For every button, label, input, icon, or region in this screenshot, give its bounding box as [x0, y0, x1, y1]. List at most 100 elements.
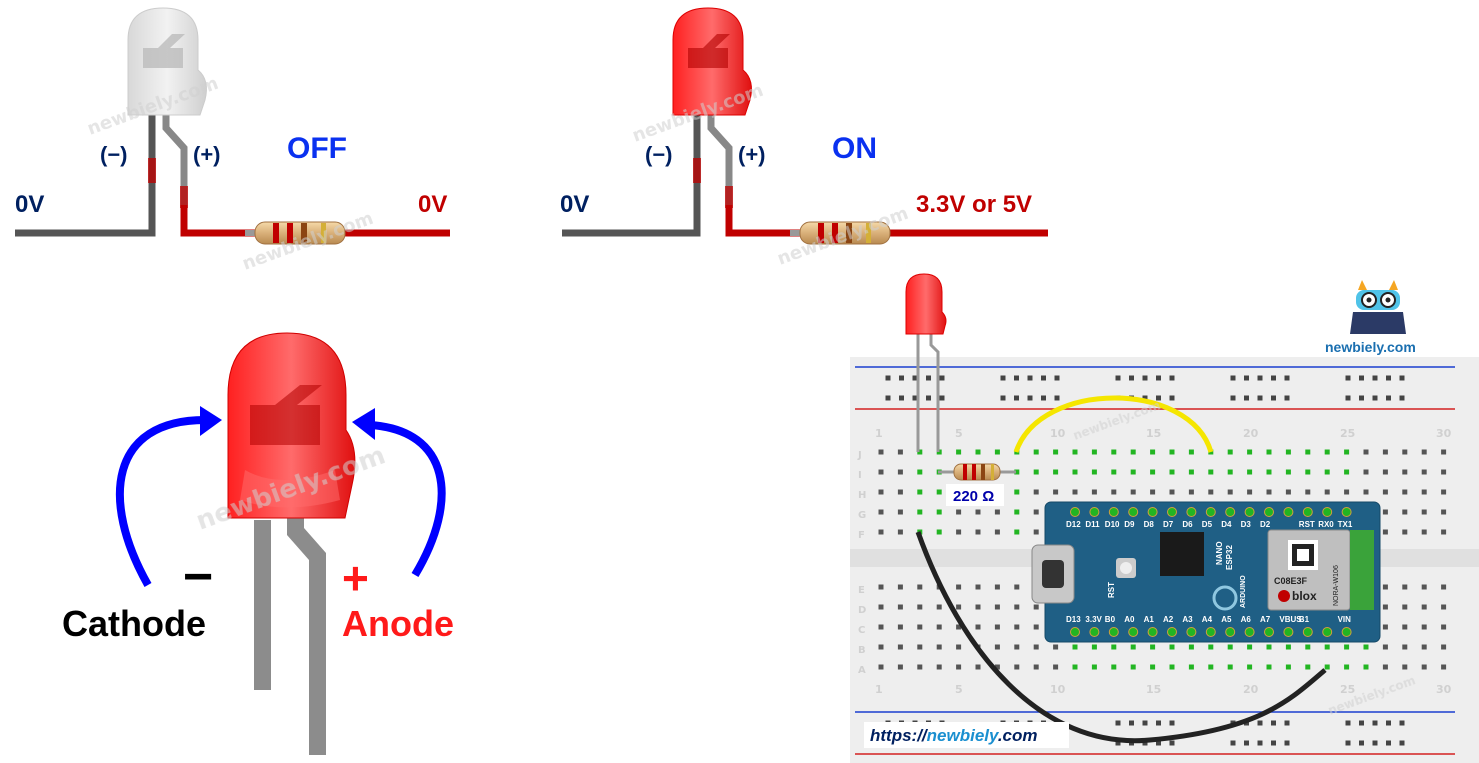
breadboard-hole [878, 604, 884, 610]
breadboard-hole [1441, 489, 1447, 495]
site-url: https://newbiely.com [870, 726, 1038, 745]
row-number: 5 [955, 427, 963, 440]
breadboard-hole [1072, 489, 1078, 495]
rail-hole [1054, 375, 1060, 381]
breadboard-hole [878, 469, 884, 475]
rail-hole [1399, 740, 1405, 746]
breadboard-hole [1402, 509, 1408, 515]
breadboard-hole [897, 644, 903, 650]
anode-leg [287, 515, 326, 755]
board-pin [1147, 507, 1158, 517]
rail-hole [939, 395, 945, 401]
rail-hole [1244, 395, 1249, 401]
breadboard-hole [1169, 469, 1175, 475]
breadboard-hole [1402, 584, 1408, 590]
breadboard-hole [1421, 509, 1427, 515]
breadboard-hole [917, 644, 923, 650]
board-pin [1147, 627, 1158, 637]
cathode-leg [254, 520, 271, 690]
row-letter: H [858, 490, 866, 501]
module-text: NORA-W106 [1333, 565, 1340, 606]
breadboard-hole [1363, 664, 1369, 670]
arduino-nano-esp32: blox C08E3F NORA-W106 NANO ESP32 ARDUINO… [1031, 501, 1381, 643]
rail-hole [1142, 375, 1148, 381]
breadboard-hole [1130, 449, 1136, 455]
breadboard-hole [917, 509, 923, 515]
breadboard-hole [878, 584, 884, 590]
board-pin [1244, 627, 1255, 637]
breadboard-hole [1072, 449, 1078, 455]
breadboard-hole [1382, 664, 1388, 670]
rail-hole [899, 395, 904, 401]
breadboard-hole [1111, 489, 1117, 495]
board-pin-label: RST [1299, 520, 1315, 529]
rail-hole [1169, 395, 1175, 401]
rail-hole [1041, 375, 1046, 381]
breadboard-hole [1344, 664, 1350, 670]
breadboard-hole [975, 449, 981, 455]
breadboard-hole [1014, 584, 1020, 590]
rail-hole [1054, 395, 1060, 401]
breadboard-hole [994, 604, 1000, 610]
breadboard-hole [1363, 489, 1369, 495]
off-led [127, 7, 207, 116]
breadboard-hole [897, 529, 903, 535]
breadboard-hole [1421, 664, 1427, 670]
board-pin-label: D5 [1202, 520, 1213, 529]
breadboard-hole [1363, 469, 1369, 475]
board-pin [1205, 507, 1216, 517]
breadboard-hole [1014, 529, 1020, 535]
on-cathode-sign: (−) [645, 142, 673, 167]
breadboard-hole [917, 449, 923, 455]
rail-hole [1115, 720, 1121, 726]
rail-hole [1372, 720, 1378, 726]
anode-arrow [369, 421, 446, 578]
breadboard-hole [1305, 469, 1311, 475]
row-letter: I [858, 470, 862, 481]
on-cathode-wire [562, 115, 701, 237]
breadboard-hole [1169, 664, 1175, 670]
breadboard-hole [1072, 469, 1078, 475]
board-pin-label: A5 [1221, 615, 1232, 624]
board-pin [1070, 627, 1080, 637]
breadboard-hole [936, 624, 942, 630]
breadboard-hole [1033, 509, 1039, 515]
on-state-label: ON [832, 132, 877, 165]
row-letter: D [858, 605, 866, 616]
breadboard-hole [1227, 644, 1233, 650]
breadboard-hole [1014, 489, 1020, 495]
cathode-label: Cathode [62, 603, 206, 644]
breadboard-hole [1150, 489, 1156, 495]
rail-hole [1271, 375, 1276, 381]
breadboard-hole [897, 584, 903, 590]
breadboard-hole [1402, 664, 1408, 670]
breadboard-hole [1130, 469, 1136, 475]
board-pin-label: A3 [1182, 615, 1193, 624]
breadboard-hole [1208, 644, 1214, 650]
rail-hole [1156, 395, 1161, 401]
rail-hole [912, 395, 918, 401]
breadboard-hole [1266, 449, 1272, 455]
breadboard-hole [1441, 644, 1447, 650]
breadboard-hole [1111, 644, 1117, 650]
rail-hole [1386, 395, 1391, 401]
rail-hole [1244, 375, 1249, 381]
breadboard-hole [1402, 604, 1408, 610]
breadboard-hole [1382, 624, 1388, 630]
logo-text: newbiely.com [1325, 339, 1416, 355]
breadboard-hole [1208, 489, 1214, 495]
row-letter: E [858, 585, 865, 596]
breadboard-hole [1382, 584, 1388, 590]
breadboard-hole [1305, 489, 1311, 495]
row-letter: G [858, 510, 866, 521]
rail-hole [1129, 720, 1134, 726]
board-pin [1341, 627, 1352, 637]
breadboard-hole [1227, 449, 1233, 455]
on-circuit: (−) (+) ON 0V 3.3V or 5V [560, 7, 1048, 245]
breadboard-hole [1111, 449, 1117, 455]
board-pin [1089, 507, 1100, 517]
breadboard-hole [1344, 489, 1350, 495]
board-pin-label: A7 [1260, 615, 1271, 624]
